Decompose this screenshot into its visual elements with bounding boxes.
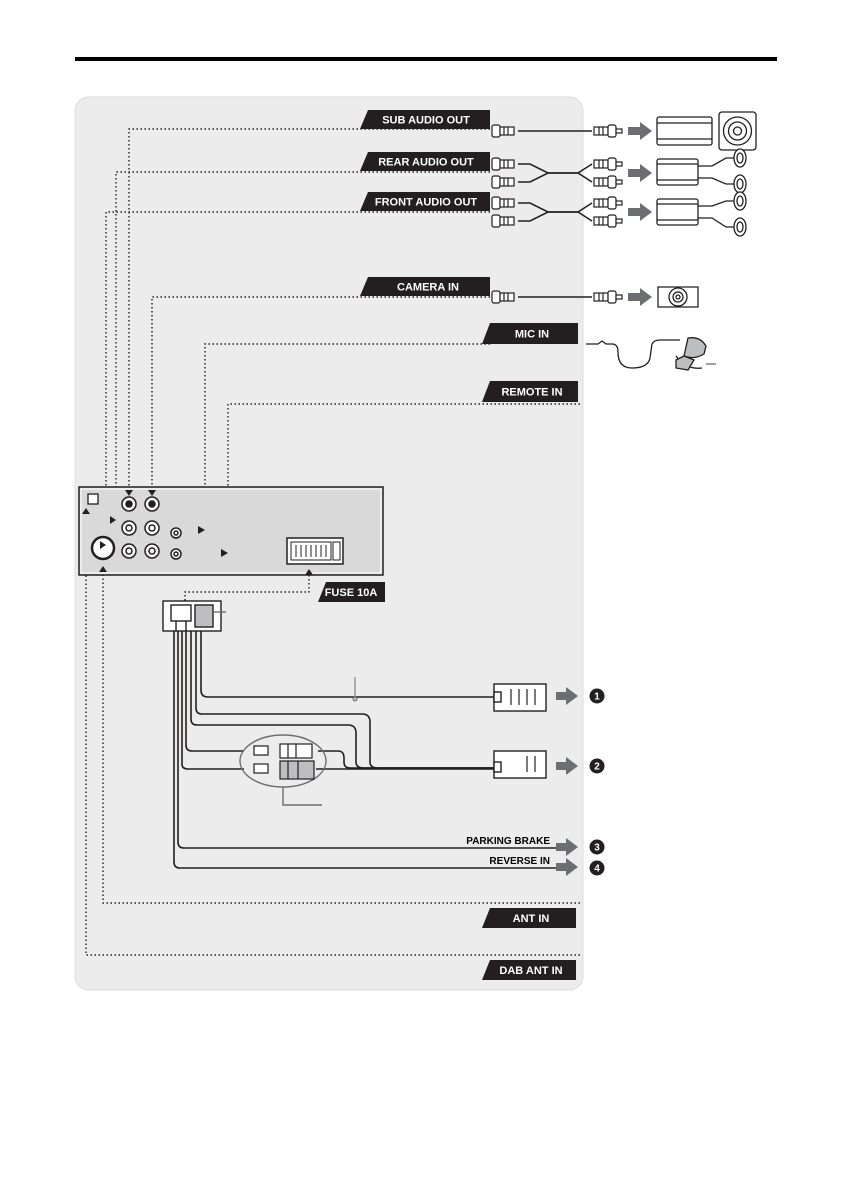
label-sub-audio-out: SUB AUDIO OUT (382, 115, 470, 127)
device-arrows (628, 122, 652, 306)
car-connector-1 (494, 684, 546, 711)
label-tag-dab-ant-in: DAB ANT IN (482, 960, 576, 980)
top-rule (75, 57, 777, 61)
label-tag-camera-in: CAMERA IN (360, 277, 490, 296)
label-tag-rear-audio-out: REAR AUDIO OUT (360, 152, 490, 171)
label-remote-in: REMOTE IN (501, 387, 562, 399)
label-mic-in: MIC IN (515, 329, 549, 341)
label-tag-fuse: FUSE 10A (318, 582, 385, 602)
head-unit-rear-panel (79, 487, 383, 575)
amplifier-rear (657, 149, 746, 193)
label-ant-in: ANT IN (513, 913, 550, 925)
label-fuse: FUSE 10A (325, 587, 378, 599)
harness-plug (163, 601, 226, 631)
amplifier-sub (657, 112, 756, 150)
label-rear-audio-out: REAR AUDIO OUT (378, 157, 474, 169)
label-tag-sub-audio-out: SUB AUDIO OUT (360, 110, 490, 129)
callout-4-number: 4 (594, 864, 600, 875)
callout-2-number: 2 (594, 762, 600, 773)
label-tag-mic-in: MIC IN (482, 323, 578, 344)
label-reverse-in: REVERSE IN (489, 856, 550, 867)
callout-4: 4 (590, 861, 605, 876)
label-tag-remote-in: REMOTE IN (482, 381, 578, 402)
callout-3: 3 (590, 840, 605, 855)
label-tag-front-audio-out: FRONT AUDIO OUT (360, 192, 490, 211)
amplifier-front (657, 192, 746, 236)
callout-2: 2 (590, 759, 605, 774)
label-dab-ant-in: DAB ANT IN (499, 965, 562, 977)
label-tag-ant-in: ANT IN (482, 908, 576, 928)
label-front-audio-out: FRONT AUDIO OUT (375, 197, 478, 209)
car-connector-2 (494, 751, 546, 778)
rear-camera (658, 287, 698, 307)
microphone (586, 338, 716, 370)
callout-3-number: 3 (594, 843, 600, 854)
callout-1-number: 1 (594, 692, 600, 703)
callout-1: 1 (590, 689, 605, 704)
label-parking-brake: PARKING BRAKE (466, 836, 550, 847)
label-camera-in: CAMERA IN (397, 282, 459, 294)
